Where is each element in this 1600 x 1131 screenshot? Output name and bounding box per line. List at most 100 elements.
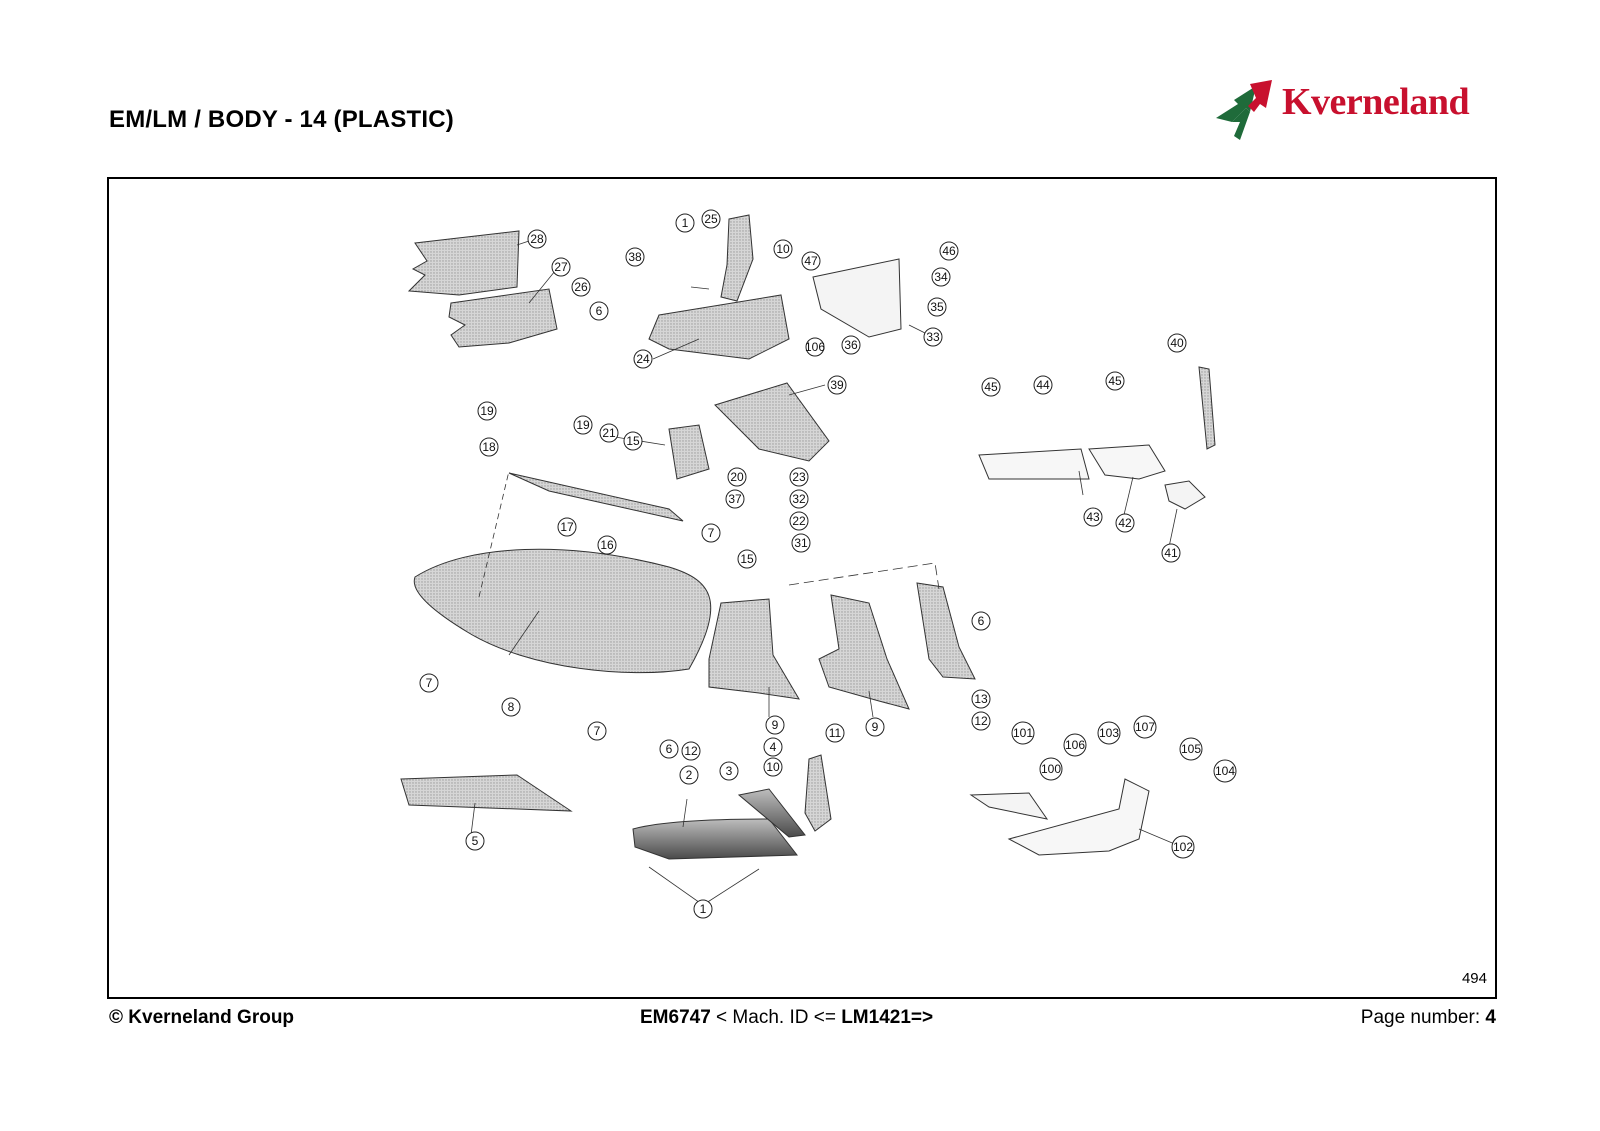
callout-7-a: 7 xyxy=(701,523,721,543)
footer-page-value: 4 xyxy=(1485,1007,1496,1028)
callout-17: 17 xyxy=(557,517,577,537)
callout-100: 100 xyxy=(1039,757,1063,781)
svg-text:5: 5 xyxy=(472,834,479,848)
part-23-plate xyxy=(714,382,830,462)
svg-text:22: 22 xyxy=(792,514,806,528)
callout-15-b: 15 xyxy=(737,549,757,569)
callout-45-a: 45 xyxy=(981,377,1001,397)
svg-text:104: 104 xyxy=(1215,764,1235,778)
leader-lines xyxy=(470,240,1178,906)
callout-43: 43 xyxy=(1083,507,1103,527)
part-9-frog xyxy=(708,598,800,700)
callout-10-bottom: 10 xyxy=(763,757,783,777)
footer-page-number: Page number: 4 xyxy=(1361,1007,1496,1029)
callout-103: 103 xyxy=(1097,721,1121,745)
callout-12-right: 12 xyxy=(971,711,991,731)
footer-copyright: © Kverneland Group xyxy=(109,1007,295,1028)
callout-33: 33 xyxy=(923,327,943,347)
svg-text:26: 26 xyxy=(574,280,588,294)
svg-text:21: 21 xyxy=(602,426,616,440)
svg-text:106: 106 xyxy=(805,340,825,354)
kverneland-arrow-icon xyxy=(1216,80,1272,140)
footer-machine-id: EM6747 < Mach. ID <= LM1421=> xyxy=(640,1007,933,1029)
callout-34: 34 xyxy=(931,267,951,287)
svg-text:9: 9 xyxy=(772,718,779,732)
svg-text:33: 33 xyxy=(926,330,940,344)
svg-text:7: 7 xyxy=(708,526,715,540)
footer-page-label: Page number: xyxy=(1360,1007,1486,1028)
svg-text:13: 13 xyxy=(974,692,988,706)
callout-7-b: 7 xyxy=(419,673,439,693)
callout-107: 107 xyxy=(1133,715,1157,739)
callout-106-bottom: 106 xyxy=(1063,733,1087,757)
svg-text:47: 47 xyxy=(804,254,818,268)
svg-text:19: 19 xyxy=(480,404,494,418)
callout-104: 104 xyxy=(1213,759,1237,783)
svg-text:44: 44 xyxy=(1036,378,1050,392)
svg-text:15: 15 xyxy=(626,434,640,448)
svg-text:10: 10 xyxy=(766,760,780,774)
svg-text:102: 102 xyxy=(1173,840,1193,854)
callout-21: 21 xyxy=(599,423,619,443)
callout-6-bottom: 6 xyxy=(659,739,679,759)
part-102-bracket xyxy=(1007,778,1150,856)
callout-9-b: 9 xyxy=(865,717,885,737)
svg-text:36: 36 xyxy=(844,338,858,352)
svg-text:1: 1 xyxy=(682,216,689,230)
svg-text:39: 39 xyxy=(830,378,844,392)
callout-19-b: 19 xyxy=(573,415,593,435)
callout-45-b: 45 xyxy=(1105,371,1125,391)
callout-31: 31 xyxy=(791,533,811,553)
callout-25: 25 xyxy=(701,209,721,229)
svg-text:18: 18 xyxy=(482,440,496,454)
part-33-plate xyxy=(812,258,902,338)
part-8-mouldboard xyxy=(413,548,712,674)
svg-text:24: 24 xyxy=(636,352,650,366)
callout-15-a: 15 xyxy=(623,431,643,451)
callout-6-top: 6 xyxy=(589,301,609,321)
part-17-strip xyxy=(508,472,684,522)
callout-4: 4 xyxy=(763,737,783,757)
part-5-share xyxy=(400,774,573,812)
callout-7-c: 7 xyxy=(587,721,607,741)
callout-46: 46 xyxy=(939,241,959,261)
svg-text:35: 35 xyxy=(930,300,944,314)
callout-47: 47 xyxy=(801,251,821,271)
part-25-bracket xyxy=(720,214,754,302)
callout-26: 26 xyxy=(571,277,591,297)
callout-37: 37 xyxy=(725,489,745,509)
svg-text:25: 25 xyxy=(704,212,718,226)
part-41-point xyxy=(1164,480,1206,510)
svg-text:40: 40 xyxy=(1170,336,1184,350)
svg-text:19: 19 xyxy=(576,418,590,432)
part-13-landside xyxy=(916,582,976,680)
exploded-parts-diagram: 1 25 10 38 47 46 34 35 33 36 106 28 27 2… xyxy=(400,209,1237,919)
callout-38: 38 xyxy=(625,247,645,267)
parts-drawing-frame: 1 25 10 38 47 46 34 35 33 36 106 28 27 2… xyxy=(107,177,1497,999)
callout-44: 44 xyxy=(1033,375,1053,395)
svg-text:12: 12 xyxy=(974,714,988,728)
part-43-plate xyxy=(978,448,1090,480)
callout-32: 32 xyxy=(789,489,809,509)
svg-text:45: 45 xyxy=(1108,374,1122,388)
callout-39: 39 xyxy=(827,375,847,395)
footer-mach-id-text: < Mach. ID <= xyxy=(710,1007,842,1028)
callout-5: 5 xyxy=(465,831,485,851)
callout-36: 36 xyxy=(841,335,861,355)
callout-8: 8 xyxy=(501,697,521,717)
svg-text:20: 20 xyxy=(730,470,744,484)
svg-text:106: 106 xyxy=(1065,738,1085,752)
svg-text:105: 105 xyxy=(1181,742,1201,756)
drawing-number: 494 xyxy=(1461,970,1487,987)
callout-11: 11 xyxy=(825,723,845,743)
callout-22: 22 xyxy=(789,511,809,531)
kverneland-logo: Kverneland xyxy=(1210,78,1500,150)
callout-12-bottom: 12 xyxy=(681,741,701,761)
svg-text:41: 41 xyxy=(1164,546,1178,560)
svg-text:107: 107 xyxy=(1135,720,1155,734)
svg-text:103: 103 xyxy=(1099,726,1119,740)
svg-text:23: 23 xyxy=(792,470,806,484)
svg-text:46: 46 xyxy=(942,244,956,258)
svg-text:28: 28 xyxy=(530,232,544,246)
callout-42: 42 xyxy=(1115,513,1135,533)
